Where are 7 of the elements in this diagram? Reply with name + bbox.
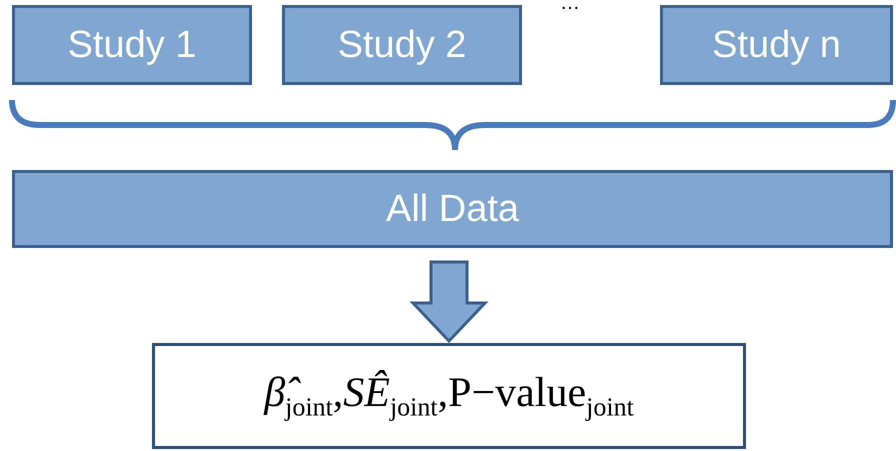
study-box: Study 2 bbox=[282, 5, 522, 85]
block-arrow bbox=[410, 260, 488, 344]
study-box: Study 1 bbox=[12, 5, 252, 85]
study-box: Study n bbox=[660, 5, 893, 85]
process-box: All Data bbox=[12, 170, 893, 248]
result-box: β̂$_{joint}$,SÊ$_{joint}$,P−value$_{joint}$ bbox=[152, 343, 746, 449]
ellipsis: … bbox=[560, 0, 580, 15]
